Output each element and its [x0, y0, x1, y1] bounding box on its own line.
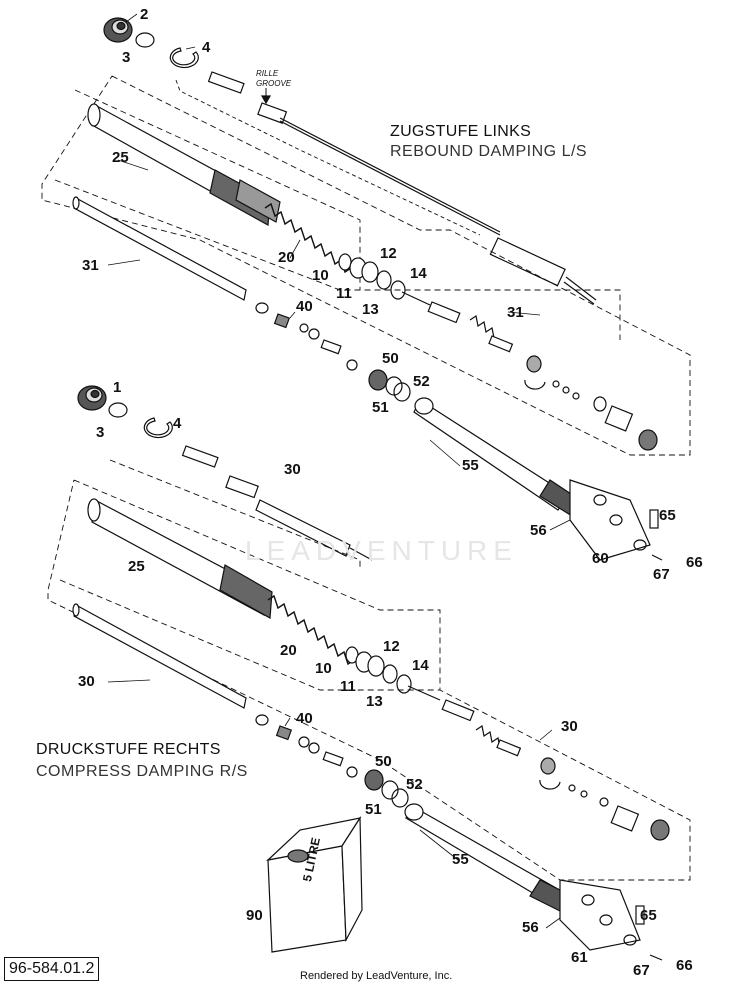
washer-10-top: [338, 253, 352, 271]
fork-cap-bottom: [77, 385, 107, 411]
callout-1: 1: [113, 379, 122, 396]
callout-66-top: 66: [686, 554, 703, 571]
callout-40-top: 40: [296, 298, 313, 315]
callout-12-top: 12: [380, 245, 397, 262]
ring-14-bottom: [396, 674, 412, 694]
callout-31-left: 31: [82, 257, 99, 274]
groove-note-en: GROOVE: [256, 79, 292, 88]
valve-parts-top: [255, 301, 658, 451]
callout-67-top: 67: [653, 566, 670, 583]
callout-30-right: 30: [561, 718, 578, 735]
lower-leg-bottom: [404, 803, 663, 961]
callout-55-bottom: 55: [452, 851, 469, 868]
bushing-12-top: [361, 261, 379, 283]
outer-tube-bottom: [87, 498, 273, 619]
fork-cap-top: [103, 17, 133, 43]
clip-top: [169, 47, 199, 69]
callout-31-right: 31: [507, 304, 524, 321]
callout-10-top: 10: [312, 267, 329, 284]
callout-3-top: 3: [122, 49, 131, 66]
callout-90: 90: [246, 907, 263, 924]
outer-tube-top: [87, 103, 281, 226]
render-credit: Rendered by LeadVenture, Inc.: [300, 970, 453, 982]
callout-2: 2: [140, 6, 149, 23]
callout-10-bottom: 10: [315, 660, 332, 677]
callout-20-bottom: 20: [280, 642, 297, 659]
callout-12-bottom: 12: [383, 638, 400, 655]
callout-14-top: 14: [410, 265, 427, 282]
adjuster-rod-bottom: [181, 445, 373, 561]
ring-13-top: [376, 270, 392, 290]
ring-14-top: [390, 280, 406, 300]
adjuster-rod-top: [207, 71, 597, 305]
callout-65-top: 65: [659, 507, 676, 524]
callout-4-bottom: 4: [173, 415, 182, 432]
valve-parts-bottom: [255, 699, 670, 841]
callout-51-bottom: 51: [365, 801, 382, 818]
callout-65-bottom: 65: [640, 907, 657, 924]
callout-4-top: 4: [202, 39, 211, 56]
callout-3-bottom: 3: [96, 424, 105, 441]
callout-25-bottom: 25: [128, 558, 145, 575]
callout-60: 60: [592, 550, 609, 567]
compress-heading-de: DRUCKSTUFE RECHTS: [36, 741, 221, 758]
callout-11-bottom: 11: [340, 678, 356, 695]
callout-52-bottom: 52: [406, 776, 423, 793]
callout-25-top: 25: [112, 149, 129, 166]
callout-66-bottom: 66: [676, 957, 693, 974]
callout-56-top: 56: [530, 522, 547, 539]
groove-note-de: RILLE: [256, 69, 279, 78]
damper-tube-bottom: [72, 603, 247, 709]
callout-51-top: 51: [372, 399, 389, 416]
rebound-heading-de: ZUGSTUFE LINKS: [390, 123, 532, 140]
callout-56-bottom: 56: [522, 919, 539, 936]
compress-heading-en: COMPRESS DAMPING R/S: [36, 763, 248, 780]
callout-50-top: 50: [382, 350, 399, 367]
callout-61: 61: [571, 949, 588, 966]
callout-30-top: 30: [284, 461, 301, 478]
bushing-12-bottom: [367, 655, 385, 677]
callout-20-top: 20: [278, 249, 295, 266]
rebound-heading-en: REBOUND DAMPING L/S: [390, 143, 588, 160]
seal-parts-bottom: [364, 769, 409, 808]
callout-40-bottom: 40: [296, 710, 313, 727]
callout-14-bottom: 14: [412, 657, 429, 674]
callout-52-top: 52: [413, 373, 430, 390]
lower-leg-top: [413, 397, 663, 561]
o-ring-top: [135, 32, 155, 48]
callout-13-bottom: 13: [366, 693, 383, 710]
oil-can: [266, 816, 363, 953]
clip-bottom: [143, 417, 173, 439]
callout-13-top: 13: [362, 301, 379, 318]
spring-bottom: [267, 594, 355, 666]
bottom-assembly-frame: [47, 479, 691, 881]
spring-top: [264, 202, 352, 274]
damper-tube-top: [72, 196, 247, 301]
top-assembly-frame: [41, 75, 691, 456]
diagram-number: 96-584.01.2: [4, 957, 100, 981]
callout-30-left: 30: [78, 673, 95, 690]
watermark: LEADVENTURE: [245, 535, 518, 566]
seal-parts-top: [368, 369, 411, 402]
o-ring-bottom: [108, 402, 128, 418]
callout-11-top: 11: [336, 285, 352, 302]
ring-13-bottom: [382, 664, 398, 684]
callout-50-bottom: 50: [375, 753, 392, 770]
callout-55-top: 55: [462, 457, 479, 474]
callout-67-bottom: 67: [633, 962, 650, 979]
